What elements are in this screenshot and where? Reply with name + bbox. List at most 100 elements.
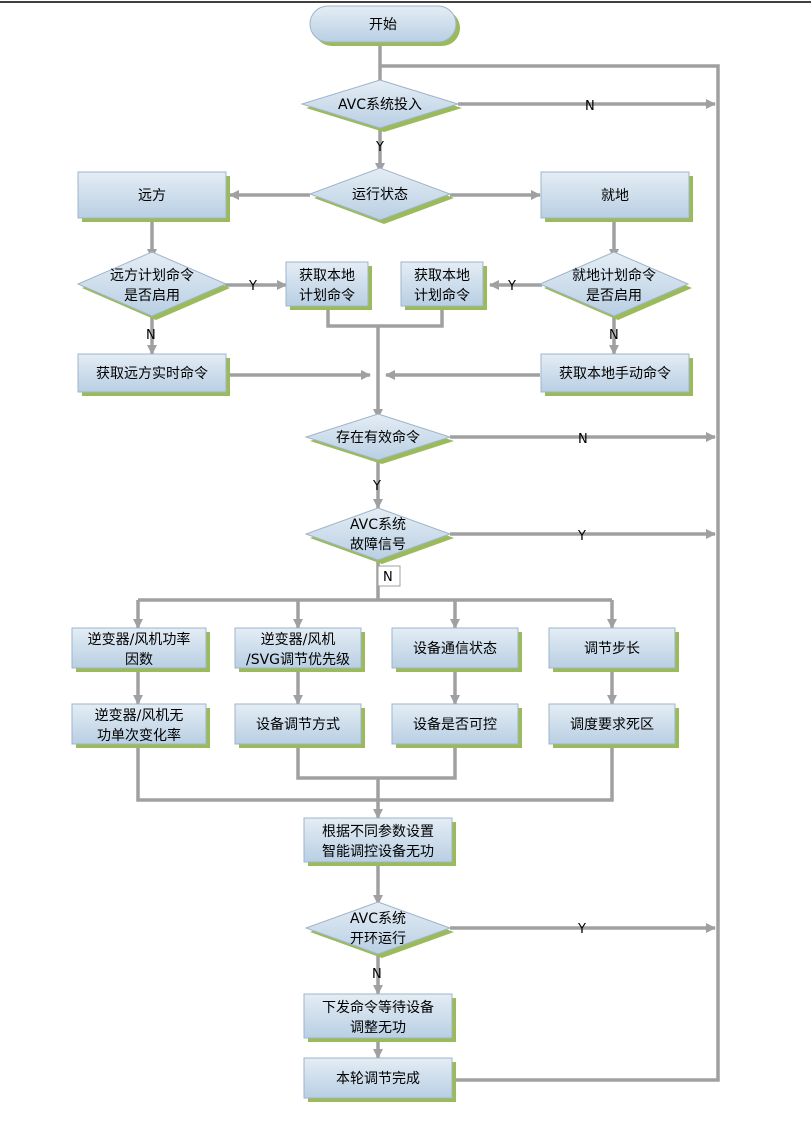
node-get-local-manual: 获取本地手动命令 [540, 353, 693, 396]
node-label-line: 开始 [369, 17, 397, 33]
node-label-line: 远方 [138, 188, 166, 204]
node-label-line: 计划命令 [414, 287, 470, 304]
edge-loop-right [380, 64, 720, 1082]
node-get-remote-realtime: 获取远方实时命令 [77, 353, 230, 396]
label-avc-no: N [585, 99, 595, 114]
edge-collect-outer [136, 744, 614, 802]
node-label-line: 下发命令等待设备 [322, 999, 434, 1016]
node-label-line: 本轮调节完成 [336, 1071, 420, 1087]
node-label-line: 调节步长 [584, 641, 640, 657]
node-label-line: 获取本地 [414, 268, 470, 284]
node-run-state: 运行状态 [308, 167, 454, 224]
node-label: 远方 [138, 188, 166, 204]
node-get-local-plan-b: 获取本地计划命令 [400, 261, 487, 310]
node-label: 逆变器/风机功率因数 [88, 631, 191, 668]
node-label: 获取本地计划命令 [414, 268, 470, 304]
node-start: 开始 [309, 5, 460, 46]
node-label-line: 功单次变化率 [97, 727, 181, 744]
node-label-line: 获取本地手动命令 [559, 365, 671, 382]
label-fault-no: N [383, 570, 393, 585]
node-label-line: 获取本地 [299, 268, 355, 284]
node-label: 设备调节方式 [256, 716, 340, 733]
node-label: 调度要求死区 [570, 717, 654, 733]
node-controllable: 设备是否可控 [391, 703, 522, 748]
node-round-done: 本轮调节完成 [303, 1057, 456, 1102]
node-label: 获取本地计划命令 [299, 268, 355, 304]
node-inverter-pf: 逆变器/风机功率因数 [71, 627, 210, 672]
node-label: 根据不同参数设置智能调控设备无功 [322, 823, 434, 860]
node-label: 运行状态 [352, 187, 408, 203]
node-avc-on: AVC系统投入 [300, 79, 462, 132]
node-label-line: 就地 [601, 188, 629, 204]
label-fault-yes: Y [577, 529, 586, 544]
node-label: 下发命令等待设备调整无功 [322, 999, 434, 1036]
label-openloop-no: N [372, 967, 382, 982]
label-openloop-yes: Y [577, 922, 586, 937]
node-smart-control: 根据不同参数设置智能调控设备无功 [303, 817, 456, 866]
label-avc-yes: Y [375, 140, 384, 155]
label-local-plan-yes: Y [507, 279, 516, 294]
node-label-line: 存在有效命令 [336, 429, 420, 446]
node-label: 设备是否可控 [413, 716, 497, 733]
node-label-line: 计划命令 [299, 287, 355, 304]
edge-labels: N Y Y Y N N N Y Y N Y N [146, 99, 619, 982]
node-label-line: 根据不同参数设置 [322, 823, 434, 840]
node-avc-fault: AVC系统故障信号 [304, 507, 454, 564]
node-label: 开始 [369, 17, 397, 33]
node-label: 逆变器/风机/SVG调节优先级 [246, 632, 350, 668]
label-remote-plan-no: N [146, 328, 156, 343]
node-label: 存在有效命令 [336, 429, 420, 446]
node-label: AVC系统投入 [338, 97, 422, 113]
node-label-line: 故障信号 [350, 537, 406, 553]
node-label-line: 调度要求死区 [570, 717, 654, 733]
node-valid-cmd: 存在有效命令 [304, 413, 454, 464]
label-fault-no-box [377, 565, 401, 587]
node-get-local-plan-a: 获取本地计划命令 [285, 261, 372, 310]
node-label-line: 运行状态 [352, 187, 408, 203]
node-remote: 远方 [77, 171, 230, 222]
connectors [133, 42, 720, 1082]
node-label-line: 因数 [125, 652, 153, 668]
node-label: AVC系统故障信号 [350, 517, 406, 553]
edge-collect-inner [296, 744, 457, 780]
node-label-line: 就地计划命令 [572, 267, 656, 284]
node-label-line: 逆变器/风机无 [95, 708, 184, 724]
node-label-line: AVC系统 [350, 911, 406, 927]
node-label: 就地 [601, 188, 629, 204]
node-label-line: 调整无功 [350, 1020, 406, 1036]
node-avc-open-loop: AVC系统开环运行 [304, 901, 454, 958]
node-label: 调节步长 [584, 641, 640, 657]
node-label: 本轮调节完成 [336, 1071, 420, 1087]
node-adjust-mode: 设备调节方式 [234, 703, 365, 748]
node-step: 调节步长 [548, 627, 679, 672]
node-label: 获取远方实时命令 [96, 365, 208, 382]
node-label-line: 逆变器/风机 [261, 632, 336, 648]
node-label-line: /SVG调节优先级 [246, 652, 350, 668]
node-label-line: 设备调节方式 [256, 716, 340, 733]
node-local: 就地 [540, 171, 693, 222]
node-label-line: 逆变器/风机功率 [88, 631, 191, 648]
node-label: 就地计划命令是否启用 [572, 267, 656, 304]
node-label: 逆变器/风机无功单次变化率 [95, 708, 184, 744]
node-inverter-priority: 逆变器/风机/SVG调节优先级 [234, 627, 365, 672]
node-label-line: 远方计划命令 [110, 267, 194, 284]
node-remote-plan-enabled: 远方计划命令是否启用 [76, 251, 230, 320]
node-label-line: 是否启用 [586, 288, 642, 304]
edge-plan-merge [326, 308, 444, 328]
node-label: 获取本地手动命令 [559, 365, 671, 382]
label-valid-no: N [578, 432, 588, 447]
label-local-plan-no: N [609, 328, 619, 343]
node-label-line: 设备通信状态 [413, 640, 497, 657]
node-label: 设备通信状态 [413, 640, 497, 657]
node-comm-status: 设备通信状态 [391, 627, 522, 672]
node-label-line: 智能调控设备无功 [322, 843, 434, 860]
node-local-plan-enabled: 就地计划命令是否启用 [538, 251, 692, 320]
label-valid-yes: Y [372, 479, 381, 494]
node-label-line: 开环运行 [350, 931, 406, 947]
node-label-line: 是否启用 [124, 288, 180, 304]
label-remote-plan-yes: Y [248, 279, 257, 294]
node-label-line: AVC系统投入 [338, 97, 422, 113]
node-inverter-rate: 逆变器/风机无功单次变化率 [71, 703, 210, 748]
node-label-line: 获取远方实时命令 [96, 365, 208, 382]
